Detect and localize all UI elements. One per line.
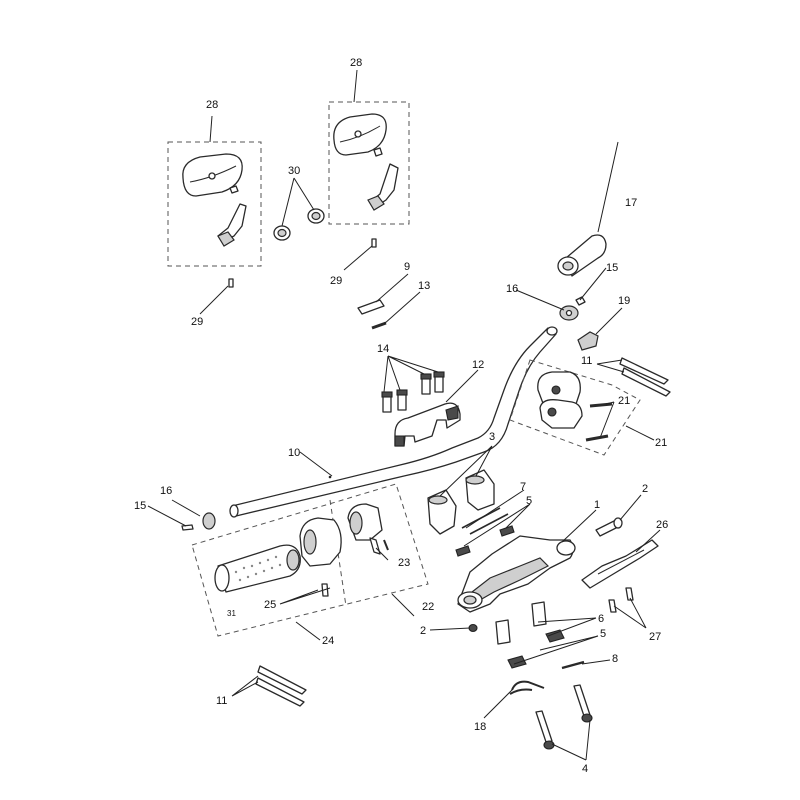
callout-labels: 28 28 30 29 29 9 13 14 12 10 3 7 5 1 2 2… [134,57,668,775]
callout-2-lower: 2 [420,625,426,637]
callout-31-label: 31 [227,609,236,618]
leader-lines [147,69,661,761]
callout-29-right: 29 [330,275,342,287]
callout-26: 26 [656,519,668,531]
left-mirror-assembly [167,141,262,267]
callout-13: 13 [418,280,430,292]
callout-5-lower: 5 [600,628,606,640]
callout-27: 27 [649,631,661,643]
clip-18 [509,680,545,695]
callout-8: 9 [404,261,410,273]
right-grip [557,234,607,277]
callout-3: 3 [489,431,495,443]
callout-9: 8 [612,653,618,665]
bar-end-caps [273,208,325,241]
callout-24: 24 [322,635,334,647]
callout-28-right: 28 [350,57,362,69]
callout-25: 25 [264,599,276,611]
top-clamp [394,402,461,447]
callout-23: 23 [398,557,410,569]
yoke-bolt [595,517,623,537]
callout-30: 30 [288,165,300,177]
left-switch-housing-24 [299,517,342,597]
callout-22-label: 22 [422,601,434,613]
bolts-27 [608,587,634,613]
callout-16-left: 16 [160,485,172,497]
callout-19: 19 [618,295,630,307]
right-mirror-assembly [328,101,410,225]
handlebar [229,326,558,518]
bushings-upper [455,507,515,557]
callout-5-upper: 5 [526,495,532,507]
callout-21: 21 [618,395,630,407]
bracket-19 [577,331,599,351]
callout-7: 7 [520,481,526,493]
left-switch-housing-22 [347,503,389,555]
callout-29-left: 29 [191,316,203,328]
cable-ties-right [619,357,671,397]
left-switch-assembly [191,483,429,637]
clamp-bolts [381,371,445,413]
callout-2-upper: 2 [642,483,648,495]
callout-12: 12 [472,359,484,371]
callout-20: 21 [655,437,667,449]
right-switch-housing [509,359,641,456]
screws-29 [228,238,377,288]
callout-4: 4 [582,763,588,775]
callout-6: 6 [598,613,604,625]
callout-17: 17 [625,197,637,209]
weight-and-pin [357,299,387,330]
callout-11-right: 11 [581,355,592,367]
callout-16-right: 16 [506,283,518,295]
left-grip-31 [214,544,301,593]
callout-14: 14 [377,343,389,355]
risers [427,469,495,535]
callout-11-left: 11 [216,695,227,707]
callout-18: 18 [474,721,486,733]
callout-28-left: 28 [206,99,218,111]
cover-26 [581,539,659,589]
callout-1: 1 [594,499,600,511]
bar-end-weight-right [559,296,586,321]
top-yoke [457,535,576,613]
callout-10: 10 [288,447,300,459]
lower-bolts [535,684,593,750]
callout-15-right: 15 [606,262,618,274]
callout-15-left: 15 [134,500,146,512]
left-bar-end [181,512,216,531]
cable-ties-left [255,665,307,707]
pin-9 [561,660,585,670]
washer-2 [468,623,478,633]
lower-clamps [495,601,565,669]
